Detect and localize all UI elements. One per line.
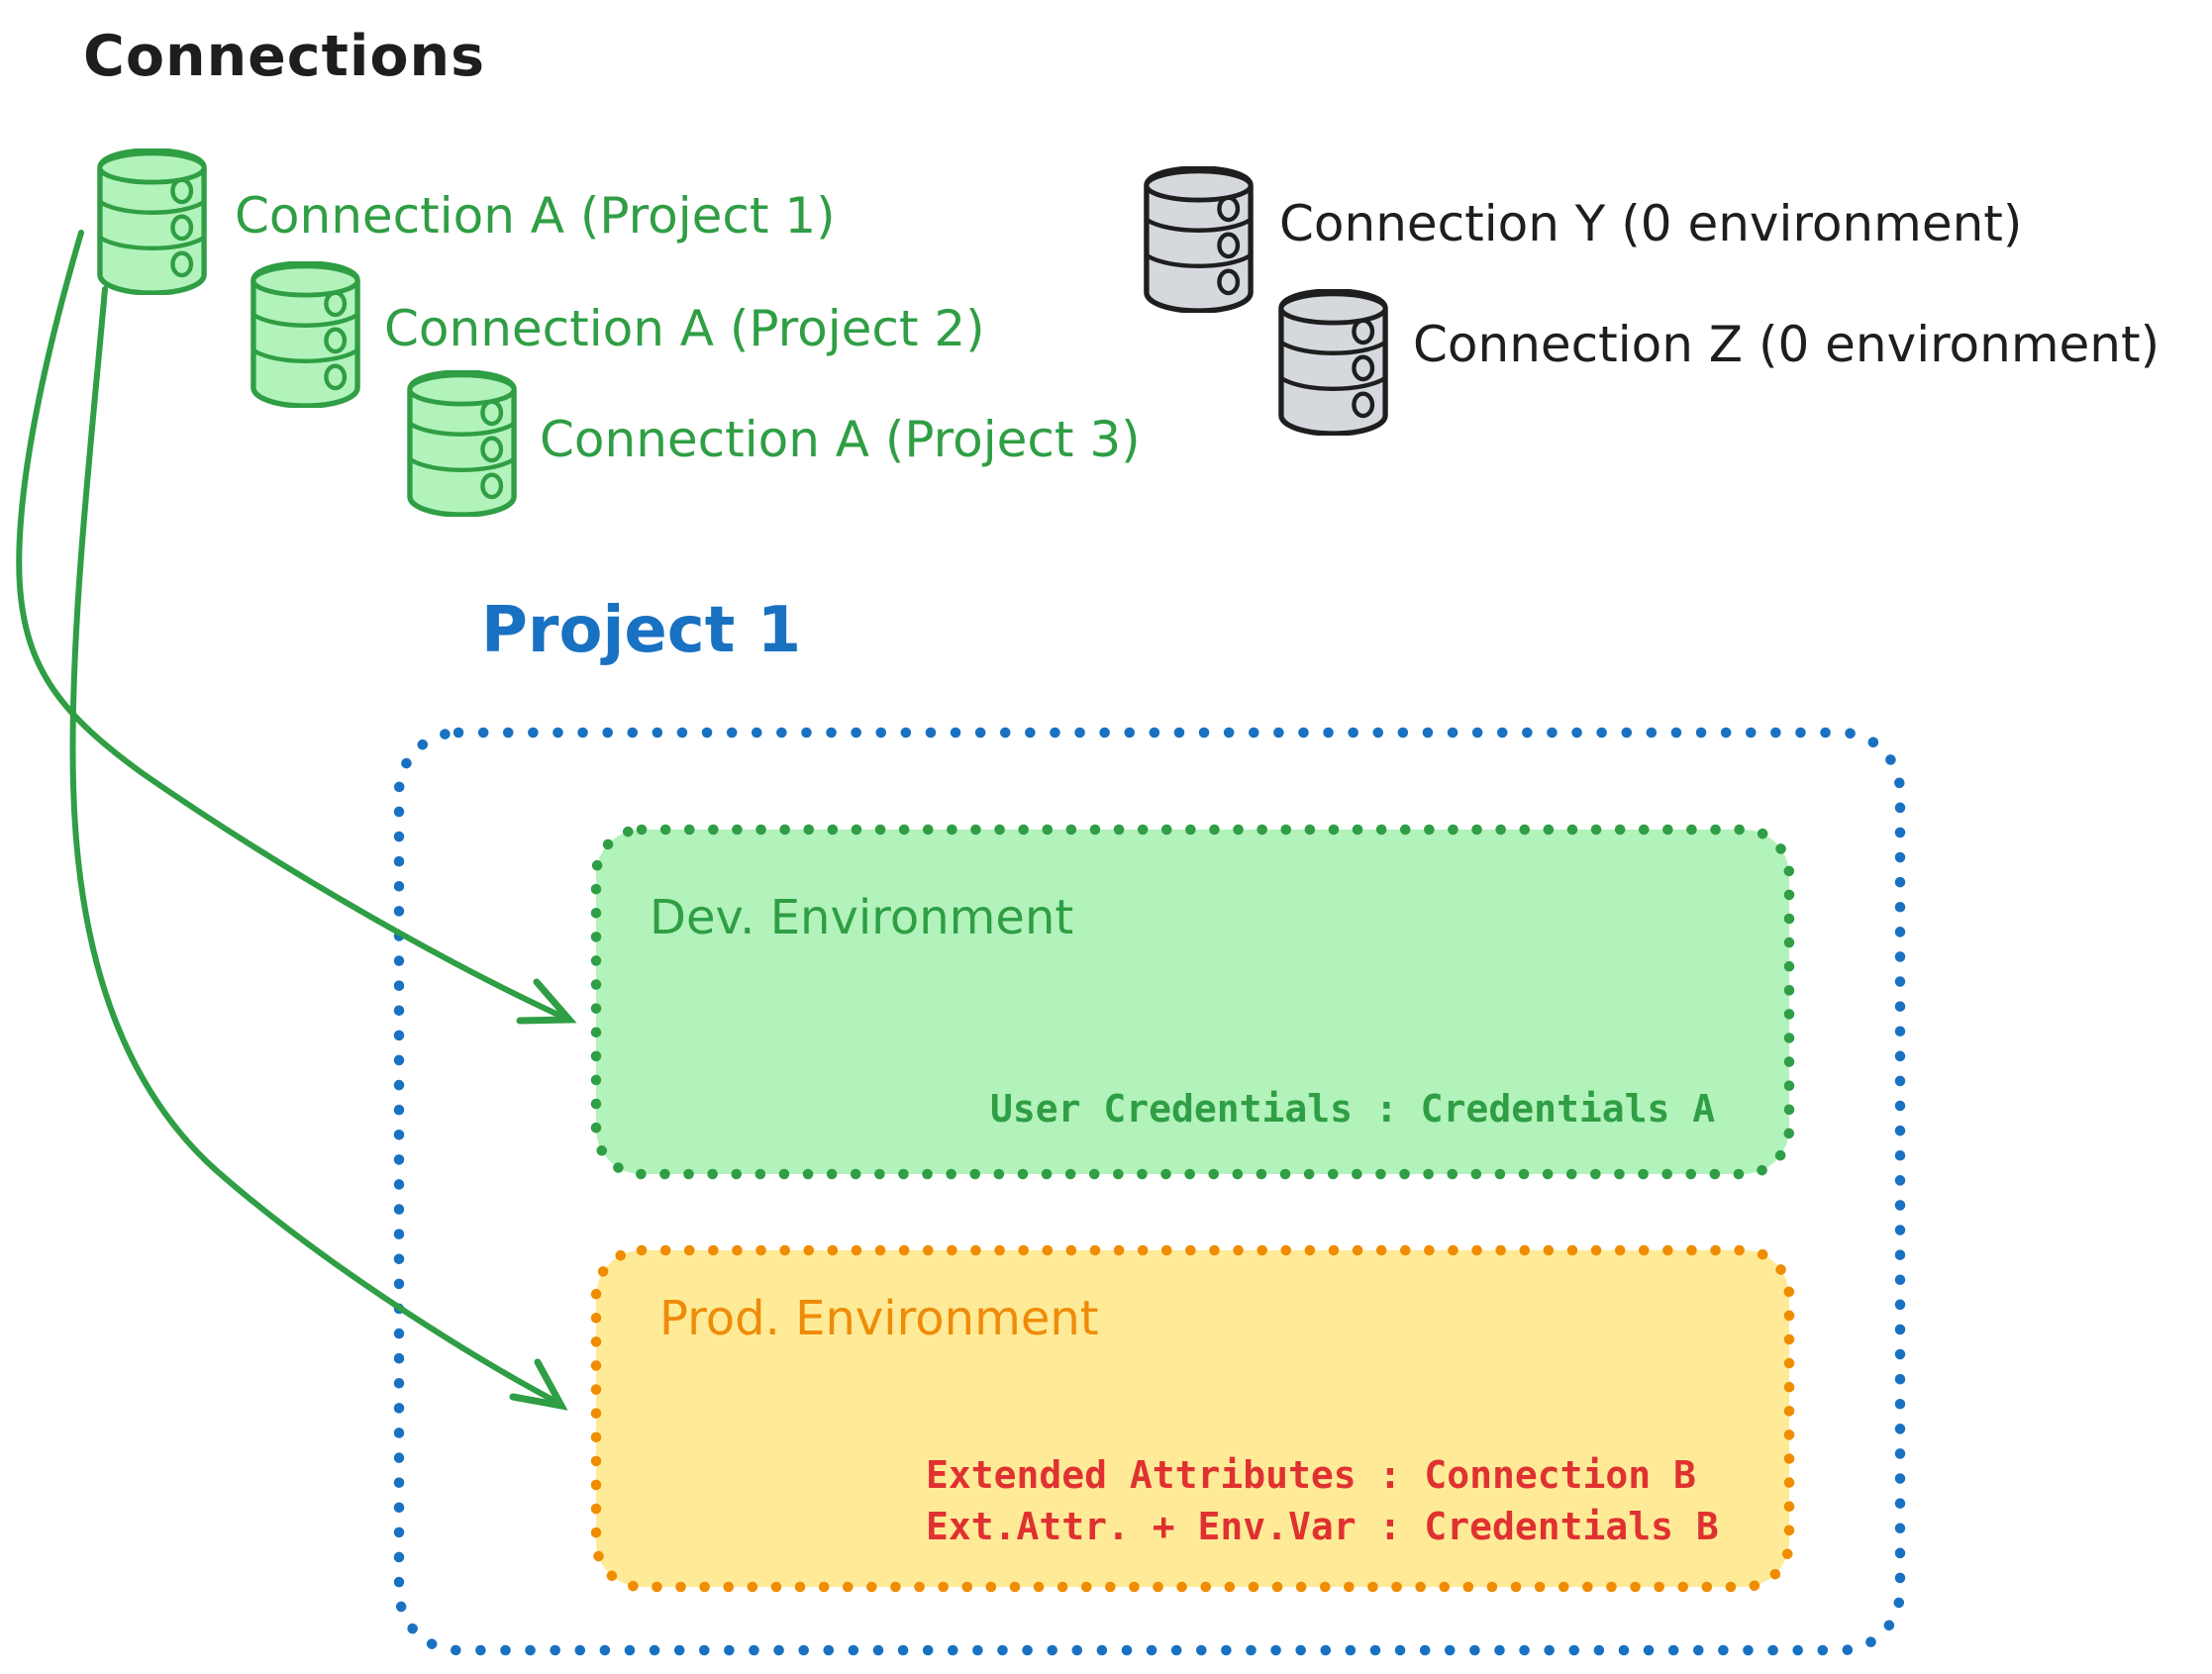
- connection-a-project-1-label: Connection A (Project 1): [235, 187, 836, 245]
- connection-y-label: Connection Y (0 environment): [1279, 195, 2023, 252]
- dev-environment-label: Dev. Environment: [650, 890, 1074, 945]
- connection-a-project-2-label: Connection A (Project 2): [384, 300, 985, 357]
- connection-z-label: Connection Z (0 environment): [1413, 316, 2161, 373]
- prod-extended-attributes-line: Extended Attributes : Connection B: [926, 1453, 1696, 1497]
- diagram-title: Connections: [83, 24, 486, 89]
- database-icon: [1146, 167, 1252, 312]
- arrow-connection-a-to-prod-icon: [69, 286, 568, 1411]
- prod-environment-box: [590, 1244, 1795, 1593]
- dev-environment-box: [590, 824, 1795, 1180]
- prod-credentials-lines: Extended Attributes : Connection B Ext.A…: [926, 1449, 1719, 1552]
- arrow-connection-a-to-dev-icon: [16, 230, 577, 1025]
- project-1-title: Project 1: [481, 594, 802, 667]
- database-icon: [1280, 290, 1386, 435]
- database-icon: [252, 262, 358, 407]
- connection-a-project-3-label: Connection A (Project 3): [540, 411, 1141, 468]
- dev-credentials-line: User Credentials : Credentials A: [990, 1087, 1716, 1131]
- prod-environment-label: Prod. Environment: [659, 1291, 1099, 1346]
- database-icon: [409, 371, 515, 516]
- database-icon: [99, 149, 205, 294]
- project-1-boundary-box: [393, 727, 1906, 1656]
- prod-ext-attr-env-var-line: Ext.Attr. + Env.Var : Credentials B: [926, 1505, 1719, 1549]
